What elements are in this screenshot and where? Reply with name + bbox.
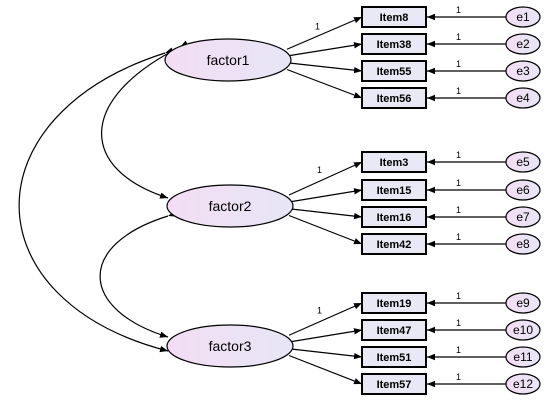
item-box-Item3[interactable] [361, 151, 427, 173]
loading-path-Item57 [288, 354, 363, 385]
item-box-Item16[interactable] [361, 206, 427, 228]
loading-path-Item38 [286, 42, 363, 57]
path-layer: 1 1 1 1 1 1 1 1 1 1 1 1 1 1 1 [286, 5, 506, 388]
error-weight: 1 [456, 205, 461, 215]
error-label: e3 [516, 64, 530, 78]
error-weight: 1 [456, 178, 461, 188]
item-box-Item19[interactable] [361, 292, 427, 314]
factor-label: factor1 [207, 52, 250, 68]
error-label: e8 [516, 237, 530, 251]
factor-node-factor3[interactable] [166, 324, 294, 368]
factor-label: factor3 [209, 338, 252, 354]
loading-path-Item56 [286, 68, 363, 99]
error-node-e1[interactable] [505, 6, 541, 28]
item-box-Item51[interactable] [361, 346, 427, 368]
item-box-Item42[interactable] [361, 233, 427, 255]
error-node-e8[interactable] [505, 233, 541, 255]
factor-node-factor1[interactable] [164, 38, 292, 82]
error-weight: 1 [456, 232, 461, 242]
error-node-e6[interactable] [505, 179, 541, 201]
item-label: Item57 [377, 379, 412, 391]
error-node-e4[interactable] [505, 87, 541, 109]
error-label: e9 [516, 296, 530, 310]
item-box-Item55[interactable] [361, 60, 427, 82]
error-weight: 1 [456, 372, 461, 382]
loading-path-Item8 [286, 16, 363, 50]
item-label: Item15 [377, 185, 412, 197]
covariance-factor2-factor3 [99, 210, 177, 338]
error-weight: 1 [456, 150, 461, 160]
loading-path-Item42 [288, 214, 363, 245]
error-weight: 1 [456, 5, 461, 15]
error-label: e2 [516, 37, 530, 51]
error-node-e7[interactable] [505, 206, 541, 228]
loading-coefficient: 1 [315, 21, 320, 31]
error-node-e2[interactable] [505, 33, 541, 55]
factor-label: factor2 [209, 198, 252, 214]
item-label: Item38 [377, 39, 412, 51]
error-weight: 1 [456, 345, 461, 355]
item-label: Item42 [377, 239, 412, 251]
error-label: e10 [513, 323, 533, 337]
item-label: Item19 [377, 298, 412, 310]
item-label: Item55 [377, 66, 412, 78]
error-weight: 1 [456, 86, 461, 96]
error-weight: 1 [456, 59, 461, 69]
item-label: Item56 [377, 93, 412, 105]
loading-coefficient: 1 [317, 165, 322, 175]
item-label: Item16 [377, 212, 412, 224]
covariance-factor1-factor2 [101, 40, 189, 199]
error-label: e4 [516, 91, 530, 105]
loading-path-Item19 [288, 302, 363, 336]
loading-path-Item3 [288, 161, 363, 196]
error-weight: 1 [456, 32, 461, 42]
item-label: Item51 [377, 352, 412, 364]
error-label: e5 [516, 155, 530, 169]
loading-coefficient: 1 [317, 305, 322, 315]
item-box-Item38[interactable] [361, 33, 427, 55]
loading-path-Item16 [288, 208, 363, 220]
error-node-e12[interactable] [505, 373, 541, 395]
item-box-Item47[interactable] [361, 319, 427, 341]
error-node-e11[interactable] [505, 346, 541, 368]
loading-path-Item55 [286, 62, 363, 74]
item-box-Item57[interactable] [361, 373, 427, 395]
error-label: e11 [513, 350, 532, 364]
error-label: e7 [516, 210, 530, 224]
item-label: Item8 [380, 12, 409, 24]
loading-path-Item51 [288, 348, 363, 360]
loading-path-Item15 [288, 188, 363, 203]
error-label: e1 [516, 10, 530, 24]
loading-path-Item47 [288, 328, 363, 343]
error-label: e6 [516, 183, 530, 197]
error-node-e10[interactable] [505, 319, 541, 341]
error-weight: 1 [456, 318, 461, 328]
error-node-e5[interactable] [505, 151, 541, 173]
error-node-e9[interactable] [505, 292, 541, 314]
error-weight: 1 [456, 291, 461, 301]
covariance-factor1-factor3 [18, 47, 174, 353]
item-label: Item47 [377, 325, 412, 337]
covariance-layer [18, 40, 189, 353]
error-node-e3[interactable] [505, 60, 541, 82]
factor-node-factor2[interactable] [166, 184, 294, 228]
item-box-Item8[interactable] [361, 6, 427, 28]
error-label: e12 [513, 377, 533, 391]
item-label: Item3 [380, 157, 409, 169]
item-box-Item15[interactable] [361, 179, 427, 201]
item-box-Item56[interactable] [361, 87, 427, 109]
